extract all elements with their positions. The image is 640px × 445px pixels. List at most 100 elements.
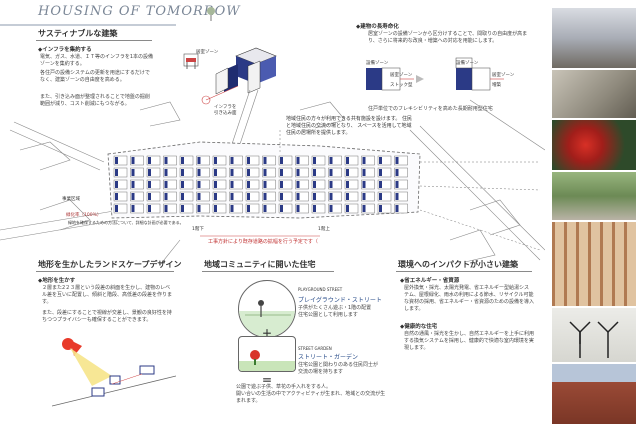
header-rule [0, 24, 176, 26]
section-rule [202, 271, 334, 272]
bullet-terrain: ◆地形を生かす [38, 278, 76, 284]
housing-unit [113, 167, 128, 178]
housing-unit [196, 179, 210, 190]
service-core [263, 169, 267, 176]
service-core [280, 193, 283, 200]
service-core [197, 169, 201, 176]
photo-red-flowers [552, 120, 636, 170]
street2-desc: 住宅公園と関わりのある住民同士が交流の場を持ちます [298, 362, 379, 375]
housing-unit [262, 191, 276, 202]
housing-unit [295, 155, 309, 166]
service-core [181, 193, 184, 200]
service-core [115, 181, 118, 188]
service-core [263, 205, 267, 212]
service-core [247, 181, 250, 188]
street1-top: PLAYGROUND STREET [298, 287, 343, 292]
service-core [181, 181, 184, 188]
housing-unit [229, 203, 243, 214]
zone-label-room: 居室ゾーン [196, 50, 219, 55]
service-core [164, 181, 168, 188]
housing-unit [311, 167, 326, 178]
site-plan [0, 90, 545, 265]
housing-unit [130, 167, 144, 178]
photo-brick-house [552, 364, 636, 424]
section-title-environment: 環境へのインパクトが小さい建築 [398, 260, 518, 269]
street1-desc: 子供がたくさん遊ぶ・1階の配置 住宅公園として利用します [298, 305, 372, 318]
housing-unit [130, 203, 144, 214]
housing-unit [278, 167, 293, 178]
plan-label-green: 緑化率（100%） [66, 213, 102, 218]
plan-note: 地域住民の方々が利用できる共有施設を設けます。 住民と地域住民の交流の場となり、… [286, 116, 412, 136]
housing-unit [262, 167, 276, 178]
housing-unit [344, 167, 359, 178]
plan-label-a: 1階下 [192, 227, 204, 232]
service-core [148, 157, 151, 164]
service-core [164, 157, 168, 164]
service-core [247, 169, 250, 176]
service-core [313, 193, 316, 200]
service-core [379, 157, 382, 164]
service-core [230, 157, 234, 164]
service-core [131, 181, 135, 188]
service-core [131, 205, 135, 212]
housing-unit [344, 191, 359, 202]
housing-unit [146, 191, 161, 202]
housing-unit [311, 179, 326, 190]
housing-unit [245, 167, 260, 178]
service-core [329, 205, 333, 212]
section-title-community: 地域コミュニティに開いた住宅 [204, 260, 316, 269]
terrain-diagram [52, 338, 176, 407]
photo-gravel-path [552, 70, 636, 118]
service-core [230, 181, 234, 188]
service-core [280, 205, 283, 212]
service-core [115, 169, 118, 176]
longevity-d1-b: 居室ゾーン [390, 73, 413, 78]
service-core [395, 205, 399, 212]
housing-unit [163, 191, 177, 202]
service-core [313, 157, 316, 164]
housing-unit [196, 155, 210, 166]
housing-unit [179, 155, 194, 166]
housing-unit [278, 203, 293, 214]
housing-unit [212, 155, 227, 166]
service-core [329, 193, 333, 200]
section-rule [36, 40, 152, 41]
service-core [148, 205, 151, 212]
service-core [247, 193, 250, 200]
service-core [346, 193, 349, 200]
housing-unit [278, 191, 293, 202]
plus-sign: ＋ [262, 329, 272, 340]
service-core [379, 169, 382, 176]
service-core [214, 169, 217, 176]
service-core [247, 157, 250, 164]
service-core [115, 157, 118, 164]
plan-label-west: 事業区域 [62, 197, 80, 202]
housing-unit [311, 155, 326, 166]
housing-unit [113, 203, 128, 214]
housing-unit [130, 179, 144, 190]
housing-unit [113, 155, 128, 166]
service-core [181, 169, 184, 176]
housing-unit [361, 179, 375, 190]
service-core [313, 169, 316, 176]
service-core [362, 205, 366, 212]
housing-unit [130, 155, 144, 166]
street2-top: STREET GARDEN [298, 346, 332, 351]
housing-unit [212, 191, 227, 202]
sustainable-text-2: 各住戸の設備システムの更新を用途にするだけでなく、建築ゾーンの自由度を高める。 [40, 70, 150, 83]
service-core [346, 169, 349, 176]
housing-unit [163, 203, 177, 214]
service-core [395, 169, 399, 176]
housing-unit [212, 179, 227, 190]
housing-unit [394, 167, 408, 178]
service-core [131, 169, 135, 176]
longevity-text: 居室ゾーンの設備ゾーンから区分けすることで、間取りの自由度が高まり、さらに将来的… [368, 31, 528, 44]
service-core [247, 205, 250, 212]
service-core [214, 181, 217, 188]
service-core [164, 193, 168, 200]
photo-garden-courtyard [552, 172, 636, 220]
housing-unit [179, 179, 194, 190]
service-core [329, 181, 333, 188]
plan-label-green-note: 緑地を確保するための方法について、詳細な計画が必要である。 [68, 220, 184, 225]
housing-unit [377, 167, 392, 178]
